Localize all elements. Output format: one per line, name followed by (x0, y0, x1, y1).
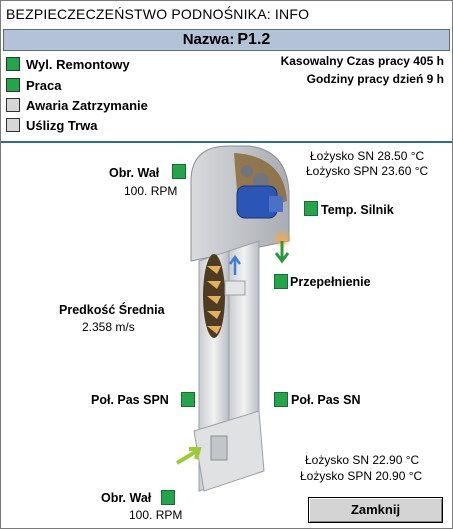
status-indicator (6, 98, 20, 112)
top-shaft-indicator (172, 164, 186, 179)
status-slip: Uślizg Trwa (6, 117, 98, 133)
status-label: Awaria Zatrzymanie (26, 97, 148, 113)
avg-speed-label: Predkość Średnia (59, 303, 165, 317)
bottom-shaft-indicator (161, 490, 175, 505)
motor-temp-indicator (304, 201, 318, 216)
status-fault-stop: Awaria Zatrzymanie (6, 97, 148, 113)
top-bearing-spn: Łożysko SPN 23.60 °C (306, 164, 429, 178)
avg-speed-value: 2.358 m/s (82, 320, 135, 334)
motor-temp-label: Temp. Silnik (321, 203, 394, 217)
status-label: Wyl. Remontowy (26, 56, 130, 72)
operating-time: Kasowalny Czas pracy 405 h (280, 54, 444, 68)
status-label: Praca (26, 77, 62, 93)
name-label: Nazwa: (182, 31, 235, 48)
close-button[interactable]: Zamknij (308, 497, 443, 523)
belt-sn-indicator (274, 392, 288, 407)
bottom-bearing-spn: Łożysko SPN 20.90 °C (300, 469, 423, 483)
overflow-label: Przepełnienie (290, 275, 371, 289)
bottom-shaft-rpm: 100. RPM (129, 508, 183, 522)
status-indicator (6, 78, 20, 92)
separator (1, 141, 452, 143)
bottom-bearing-sn: Łożysko SN 22.90 °C (305, 453, 420, 467)
overflow-indicator (274, 274, 288, 289)
daily-hours: Godziny pracy dzień 9 h (306, 72, 444, 86)
status-running: Praca (6, 77, 61, 93)
belt-sn-label: Poł. Pas SN (291, 393, 361, 407)
name-bar: Nazwa:P1.2 (3, 29, 450, 51)
window-title: BEZPIECZECZEŃSTWO PODNOŚNIKA: INFO (6, 6, 310, 22)
name-value: P1.2 (237, 31, 271, 48)
top-shaft-label: Obr. Wał (109, 166, 160, 180)
bottom-shaft-label: Obr. Wał (101, 491, 152, 505)
status-indicator (6, 57, 20, 71)
top-bearing-sn: Łożysko SN 28.50 °C (310, 149, 425, 163)
top-shaft-rpm: 100. RPM (124, 184, 178, 198)
status-maintenance: Wyl. Remontowy (6, 56, 130, 72)
belt-spn-label: Poł. Pas SPN (91, 393, 169, 407)
status-label: Uślizg Trwa (26, 117, 98, 133)
status-indicator (6, 118, 20, 132)
belt-spn-indicator (181, 392, 195, 407)
bucket-elevator-illustration (175, 145, 292, 492)
